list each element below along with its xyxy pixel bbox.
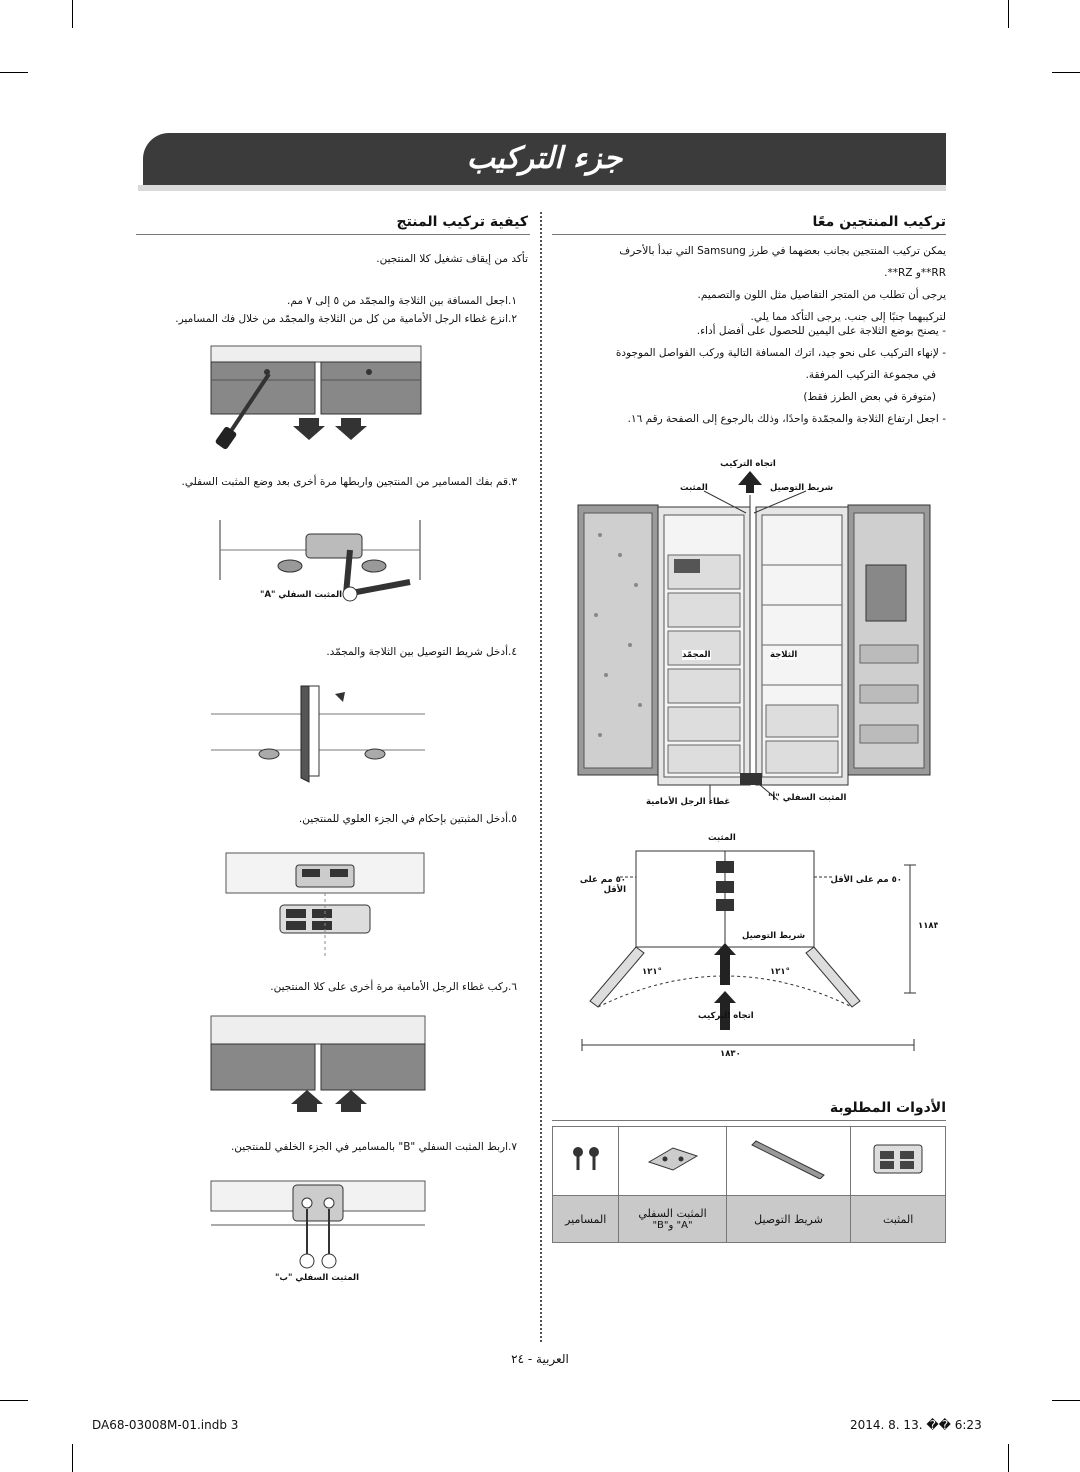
step-5: ٥.أدخل المثبتين بإحكام في الجزء العلوي ل… bbox=[298, 813, 517, 825]
section-title: جزء التركيب bbox=[466, 141, 623, 176]
footer-date: 2014. 8. 13. �� 6:23 bbox=[850, 1418, 982, 1432]
heading-rule bbox=[552, 234, 946, 235]
step-1: ١.اجعل المسافة بين الثلاجة والمجمّد من ٥… bbox=[287, 295, 517, 307]
section-banner: جزء التركيب bbox=[143, 133, 946, 185]
bullet-item: - لإنهاء التركيب على نحو جيد، اترك المسا… bbox=[615, 347, 946, 359]
step-7: ٧.اربط المثبت السفلي "B" بالمسامير في ال… bbox=[230, 1141, 517, 1153]
label-top-fixer: المثبت bbox=[708, 833, 736, 843]
accessories-table: المسامير المثبت السفلي "A" و"B" شريط الت… bbox=[551, 1126, 946, 1243]
accessories-rule bbox=[552, 1120, 946, 1121]
label-bottom-fixer: المثبت السفلي "أ" bbox=[768, 793, 847, 803]
label-min50-right: ٥٠ مم على الأقل bbox=[830, 875, 902, 885]
top-view-diagram: المثبت ٥٠ مم على الأقل ٥٠ مم على الأقل ش… bbox=[570, 825, 938, 1065]
step-6: ٦.ركب غطاء الرجل الأمامية مرة أخرى على ك… bbox=[270, 981, 517, 993]
step3-figure: المثبت السفلي "A" bbox=[210, 510, 430, 610]
right-bullets: - يصنح بوضع الثلاجة على اليمين للحصول عل… bbox=[546, 324, 946, 427]
bullet-item: - اجعل ارتفاع الثلاجة والمجمّدة واحدًا، … bbox=[627, 413, 946, 425]
label-fridge: الثلاجة bbox=[770, 650, 798, 660]
step4-figure bbox=[205, 680, 430, 790]
crop-mark bbox=[72, 1444, 73, 1472]
step-3: ٣.قم بفك المسامير من المنتجين واربطها مر… bbox=[181, 476, 517, 488]
label-min50-left: ٥٠ مم على الأقل bbox=[579, 875, 626, 895]
connecting-strip-icon bbox=[725, 1126, 852, 1196]
label-angle-right: ١٢١° bbox=[770, 967, 790, 977]
step2-figure bbox=[205, 340, 427, 455]
fig3-label: المثبت السفلي "A" bbox=[260, 590, 343, 600]
left-intro: تأكد من إيقاف تشغيل كلا المنتجين. bbox=[376, 253, 528, 265]
banner-shadow bbox=[138, 185, 946, 191]
step-2: ٢.انزع غطاء الرجل الأمامية من كل من الثل… bbox=[175, 313, 517, 325]
crop-mark bbox=[1052, 1400, 1080, 1401]
label-direction-bottom: اتجاه التركيب bbox=[698, 1011, 754, 1021]
step7-figure: المثبت السفلي "ب" bbox=[205, 1175, 430, 1287]
crop-mark bbox=[1008, 1444, 1009, 1472]
accessories-heading: الأدوات المطلوبة bbox=[829, 1100, 946, 1116]
label-strip-top: شريط التوصيل bbox=[742, 931, 806, 941]
heading-rule-left bbox=[136, 234, 530, 235]
right-intro: يمكن تركيب المنتجين بجانب بعضهما في طرز … bbox=[619, 245, 946, 323]
step5-figure bbox=[220, 845, 430, 960]
left-heading: كيفية تركيب المنتج bbox=[396, 214, 529, 230]
fig7-label: المثبت السفلي "ب" bbox=[275, 1273, 359, 1283]
bullet-item: - يصنح بوضع الثلاجة على اليمين للحصول عل… bbox=[696, 325, 946, 337]
crop-mark bbox=[0, 1400, 28, 1401]
crop-mark bbox=[1052, 72, 1080, 73]
footer-file: DA68-03008M-01.indb 3 bbox=[92, 1418, 239, 1432]
step6-figure bbox=[205, 1010, 430, 1120]
crop-mark bbox=[1008, 0, 1009, 28]
accessory-label-fixer: المثبت bbox=[850, 1195, 946, 1243]
column-divider bbox=[540, 212, 542, 1342]
label-freezer: المجمّد bbox=[682, 650, 711, 660]
accessory-label-strip: شريط التوصيل bbox=[725, 1195, 852, 1243]
label-front-cover: غطاء الرجل الأمامية bbox=[646, 797, 731, 807]
accessory-label-bottom-fixer: المثبت السفلي "A" و"B" bbox=[618, 1195, 727, 1243]
label-width: ١٨٣٠ bbox=[720, 1049, 741, 1059]
right-heading: تركيب المنتجين معًا bbox=[812, 214, 947, 230]
crop-mark bbox=[0, 72, 28, 73]
accessory-label-screws: المسامير bbox=[551, 1195, 620, 1243]
page-number: العربية - ٢٤ bbox=[511, 1352, 569, 1366]
step-4: ٤.أدخل شريط التوصيل بين الثلاجة والمجمّد… bbox=[326, 646, 517, 658]
bottom-fixer-icon bbox=[618, 1126, 727, 1196]
label-angle-left: ١٢١° bbox=[642, 967, 662, 977]
label-fixer: المثبت bbox=[680, 483, 708, 493]
label-height: ١١٨٣ bbox=[918, 921, 938, 931]
label-direction: اتجاه التركيب bbox=[720, 459, 776, 469]
crop-mark bbox=[72, 0, 73, 28]
fixer-icon bbox=[850, 1126, 946, 1196]
side-by-side-diagram: اتجاه التركيب المثبت شريط التوصيل المجمّ… bbox=[570, 455, 938, 810]
label-strip: شريط التوصيل bbox=[770, 483, 834, 493]
screws-icon bbox=[551, 1126, 620, 1196]
